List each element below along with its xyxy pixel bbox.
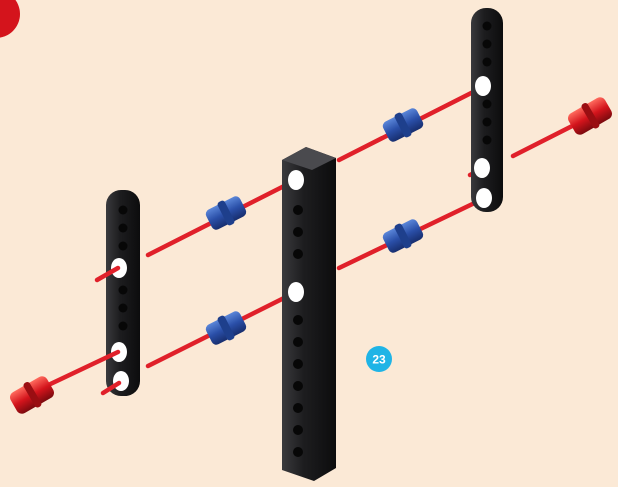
blue-connector-icon [205,196,247,230]
blue-connector-icon [382,108,424,142]
beam-right [471,8,503,212]
near-axles [39,265,122,396]
beam-hole-highlight [474,158,490,178]
axle-left-end [39,349,121,391]
beam-hole-highlight [475,76,491,96]
blue-connector-icon [382,219,424,253]
step-badge: 23 [366,346,392,372]
red-connector-icon [568,97,612,135]
blue-connector-icon [205,311,247,345]
badge-label: 23 [372,353,386,367]
beam-hole-highlight [476,188,492,208]
axle-left-bottom-short [100,380,122,396]
beam-left [106,190,140,396]
beam-middle [282,147,336,481]
axle-left-top-short [94,265,121,283]
step-marker-icon [0,0,20,38]
beam-hole-highlight [288,282,304,302]
beam-hole-highlight [288,170,304,190]
beam-hole-highlight [113,371,129,391]
red-connector-icon [10,376,54,414]
